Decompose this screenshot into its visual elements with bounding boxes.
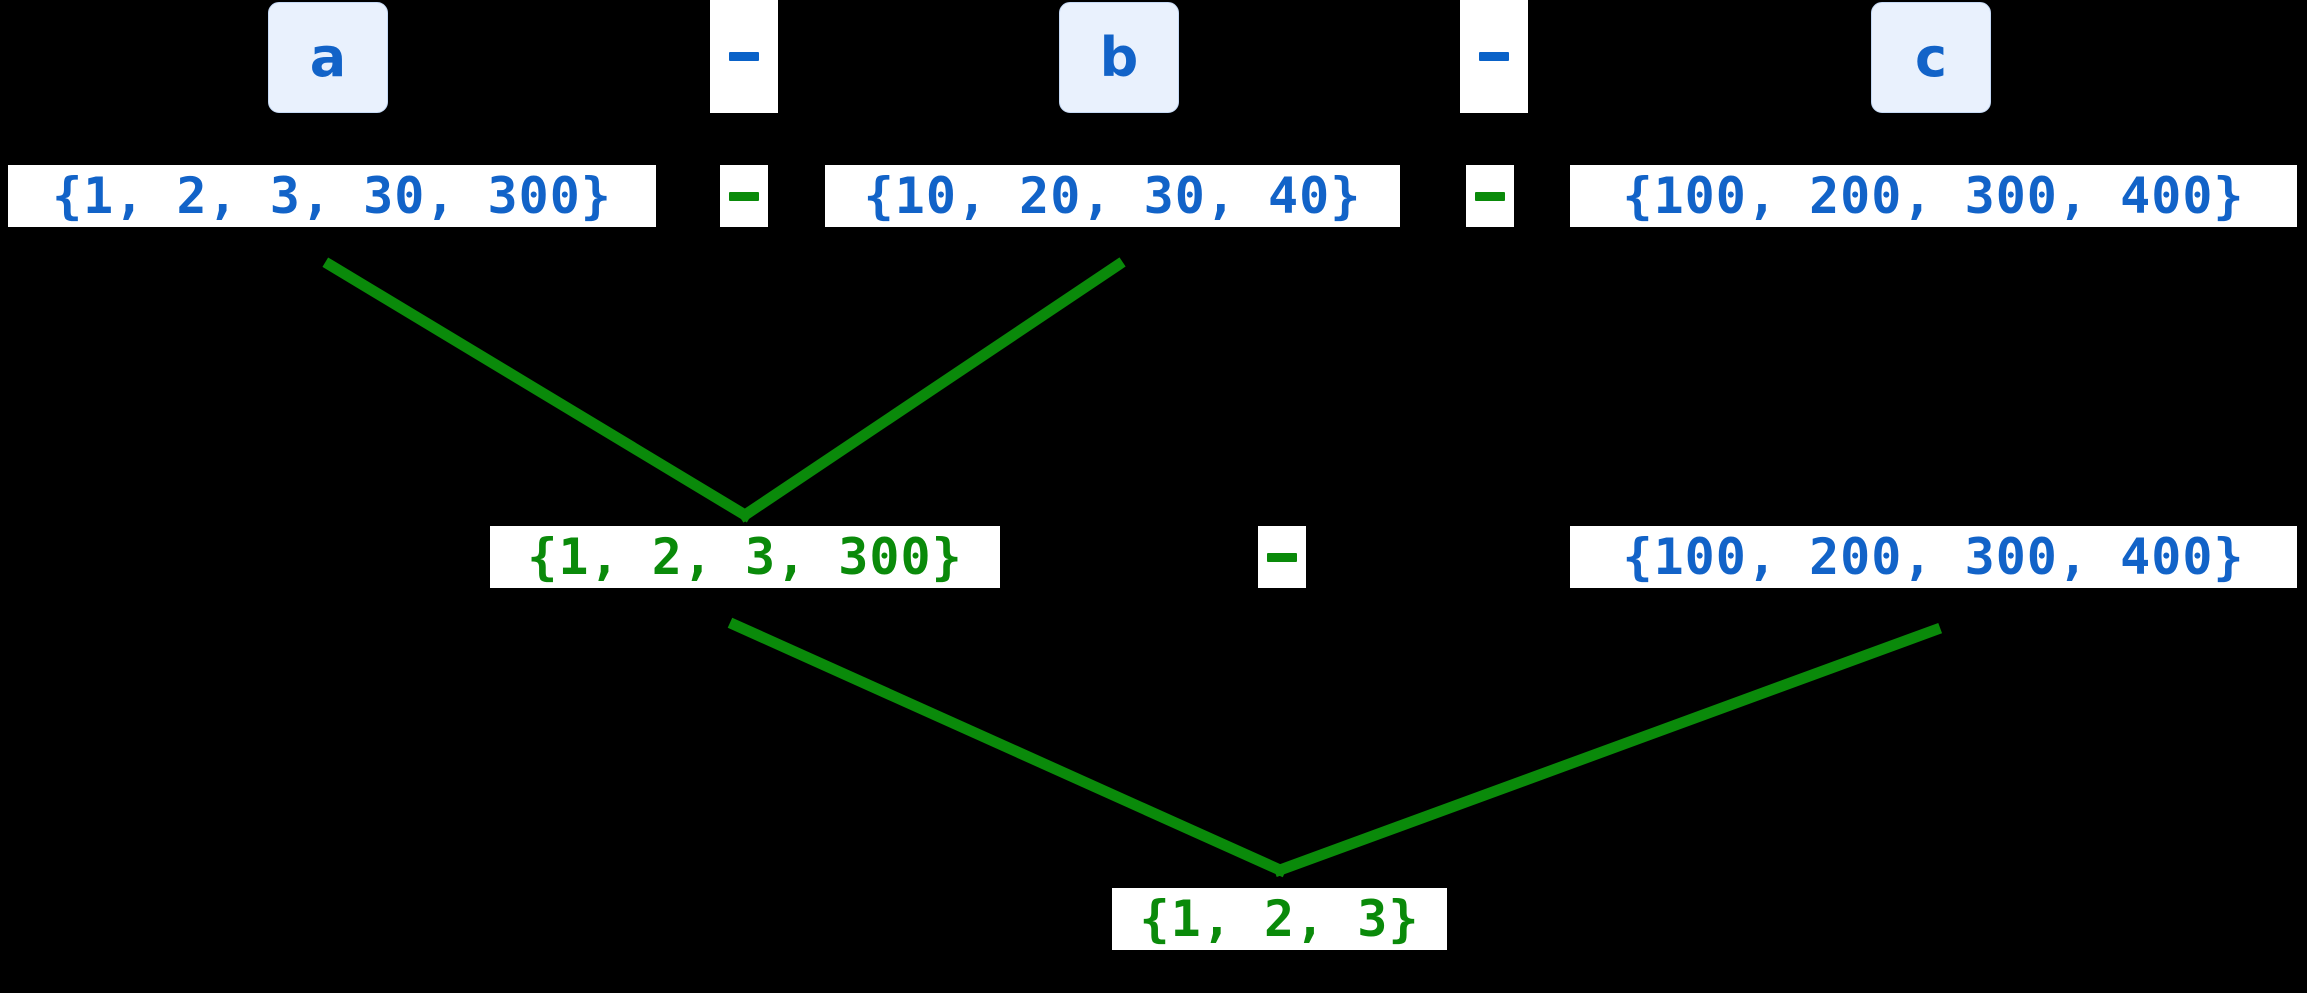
intermediate-operand-c[interactable]: {100, 200, 300, 400} [1570,526,2297,588]
variable-chip-c[interactable]: c [1871,2,1991,113]
variable-chip-c-label: c [1914,25,1947,89]
set-value-c-label: {100, 200, 300, 400} [1622,167,2245,225]
operator-minus-intermediate[interactable] [1258,526,1306,588]
minus-icon [1267,552,1297,562]
variable-chip-b[interactable]: b [1059,2,1179,113]
intermediate-result-a-minus-b[interactable]: {1, 2, 3, 300} [490,526,1000,588]
final-result[interactable]: {1, 2, 3} [1112,888,1447,950]
operator-minus-top-1[interactable] [710,0,778,113]
minus-icon [1475,191,1505,201]
final-result-label: {1, 2, 3} [1139,890,1420,948]
minus-icon [729,191,759,201]
connector-c-to-final [1272,622,1943,878]
variable-chip-a-label: a [309,25,347,89]
set-value-b[interactable]: {10, 20, 30, 40} [825,165,1400,227]
operator-minus-top-2[interactable] [1460,0,1528,113]
set-value-a-label: {1, 2, 3, 30, 300} [52,167,612,225]
variable-chip-b-label: b [1099,25,1139,89]
operator-minus-values-1[interactable] [720,165,768,227]
connector-a-to-intermediate [322,257,753,523]
intermediate-result-label: {1, 2, 3, 300} [527,528,963,586]
set-value-b-label: {10, 20, 30, 40} [863,167,1362,225]
connector-intermediate-to-final [727,617,1288,878]
connector-b-to-intermediate [737,257,1126,523]
minus-icon [1479,52,1509,61]
operator-minus-values-2[interactable] [1466,165,1514,227]
set-value-a[interactable]: {1, 2, 3, 30, 300} [8,165,656,227]
set-value-c[interactable]: {100, 200, 300, 400} [1570,165,2297,227]
minus-icon [729,52,759,61]
variable-chip-a[interactable]: a [268,2,388,113]
intermediate-operand-label: {100, 200, 300, 400} [1622,528,2245,586]
